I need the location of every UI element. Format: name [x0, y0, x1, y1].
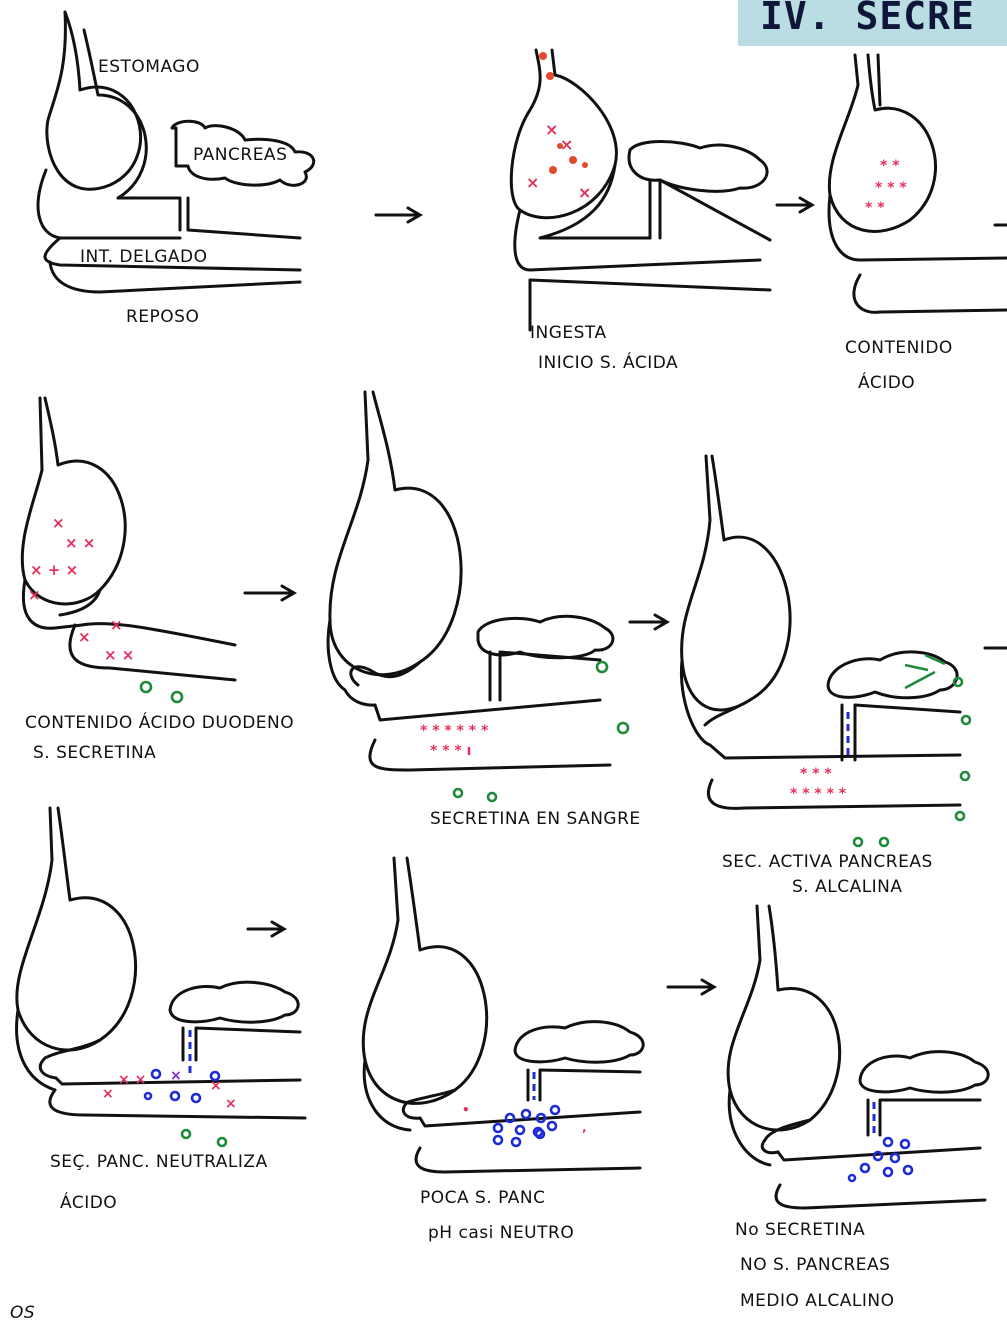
svg-text:ʼ: ʼ: [582, 1127, 587, 1141]
panel-4: × × × × + × × × × × × CONTENIDO ÁCIDO DU…: [22, 398, 294, 763]
caption-9-line-3: MEDIO ALCALINO: [740, 1291, 894, 1311]
caption-9-line-1: No SECRETINA: [735, 1220, 865, 1240]
author-initials: OS: [10, 1303, 35, 1323]
svg-text:×: ×: [110, 616, 123, 634]
svg-text:×: ×: [78, 628, 91, 646]
svg-text:×: ×: [52, 514, 65, 532]
caption-8-line-2: pH casi NEUTRO: [428, 1223, 574, 1243]
svg-text:* * *: * * *: [875, 180, 907, 196]
svg-text:•: •: [462, 1103, 470, 1117]
caption-4-line-1: CONTENIDO ÁCIDO DUODENO: [25, 711, 294, 733]
svg-text:×: ×: [545, 120, 558, 139]
svg-text:× + ×: × + ×: [30, 561, 78, 579]
caption-5-line-1: SECRETINA EN SANGRE: [430, 809, 641, 829]
panel-8: • ʼ POCA S. PANC pH casi NEUTRO: [363, 858, 643, 1243]
svg-text:* * * * * *: * * * * * *: [420, 723, 489, 739]
caption-3-line-2: ÁCIDO: [858, 371, 915, 393]
svg-text:×: ×: [225, 1096, 237, 1112]
panel-2: × × × × INGESTA INICIO S. ÁCIDA: [511, 50, 770, 373]
label-estomago: ESTOMAGO: [98, 57, 200, 77]
label-pancreas: PANCREAS: [193, 145, 287, 165]
svg-text:×: ×: [28, 586, 41, 604]
panel-3: * * * * * * * CONTENIDO ÁCIDO: [829, 55, 1007, 393]
panel-7: × × × × × × SEÇ. PANC. NEUTRALIZA ÁCIDO: [17, 808, 305, 1213]
caption-1-line-1: REPOSO: [126, 307, 199, 327]
svg-text:× ×: × ×: [118, 1072, 146, 1088]
caption-6-line-1: SEC. ACTIVA PANCREAS: [722, 852, 933, 872]
svg-text:* * * ı: * * * ı: [430, 743, 471, 759]
caption-7-line-2: ÁCIDO: [60, 1191, 117, 1213]
svg-text:* * * * *: * * * * *: [790, 786, 847, 802]
caption-2-line-1: INGESTA: [530, 323, 607, 343]
caption-9-line-2: NO S. PANCREAS: [740, 1255, 890, 1275]
caption-4-line-2: S. SECRETINA: [33, 743, 156, 763]
panel-6: * * * * * * * * SEC. ACTIVA PANCREAS S. …: [681, 456, 1007, 897]
caption-3-line-1: CONTENIDO: [845, 338, 953, 358]
label-intestino: INT. DELGADO: [80, 247, 207, 267]
svg-text:×: ×: [102, 1086, 114, 1102]
caption-7-line-1: SEÇ. PANC. NEUTRALIZA: [50, 1152, 268, 1172]
caption-6-line-2: S. ALCALINA: [792, 877, 903, 897]
svg-text:* *: * *: [865, 200, 885, 216]
panel-1: ESTOMAGO PANCREAS INT. DELGADO REPOSO: [38, 12, 314, 327]
panel-5: * * * * * * * * * ı SECRETINA EN SANGRE: [328, 392, 641, 829]
svg-text:× ×: × ×: [104, 646, 134, 664]
svg-text:×: ×: [170, 1068, 182, 1084]
caption-2-line-2: INICIO S. ÁCIDA: [538, 351, 678, 373]
svg-text:* *: * *: [880, 158, 900, 174]
svg-text:×: ×: [578, 183, 591, 202]
caption-8-line-1: POCA S. PANC: [420, 1188, 546, 1208]
svg-text:×: ×: [526, 173, 539, 192]
svg-text:* * *: * * *: [800, 766, 832, 782]
svg-text:× ×: × ×: [65, 534, 95, 552]
panel-9: No SECRETINA NO S. PANCREAS MEDIO ALCALI…: [728, 906, 988, 1311]
